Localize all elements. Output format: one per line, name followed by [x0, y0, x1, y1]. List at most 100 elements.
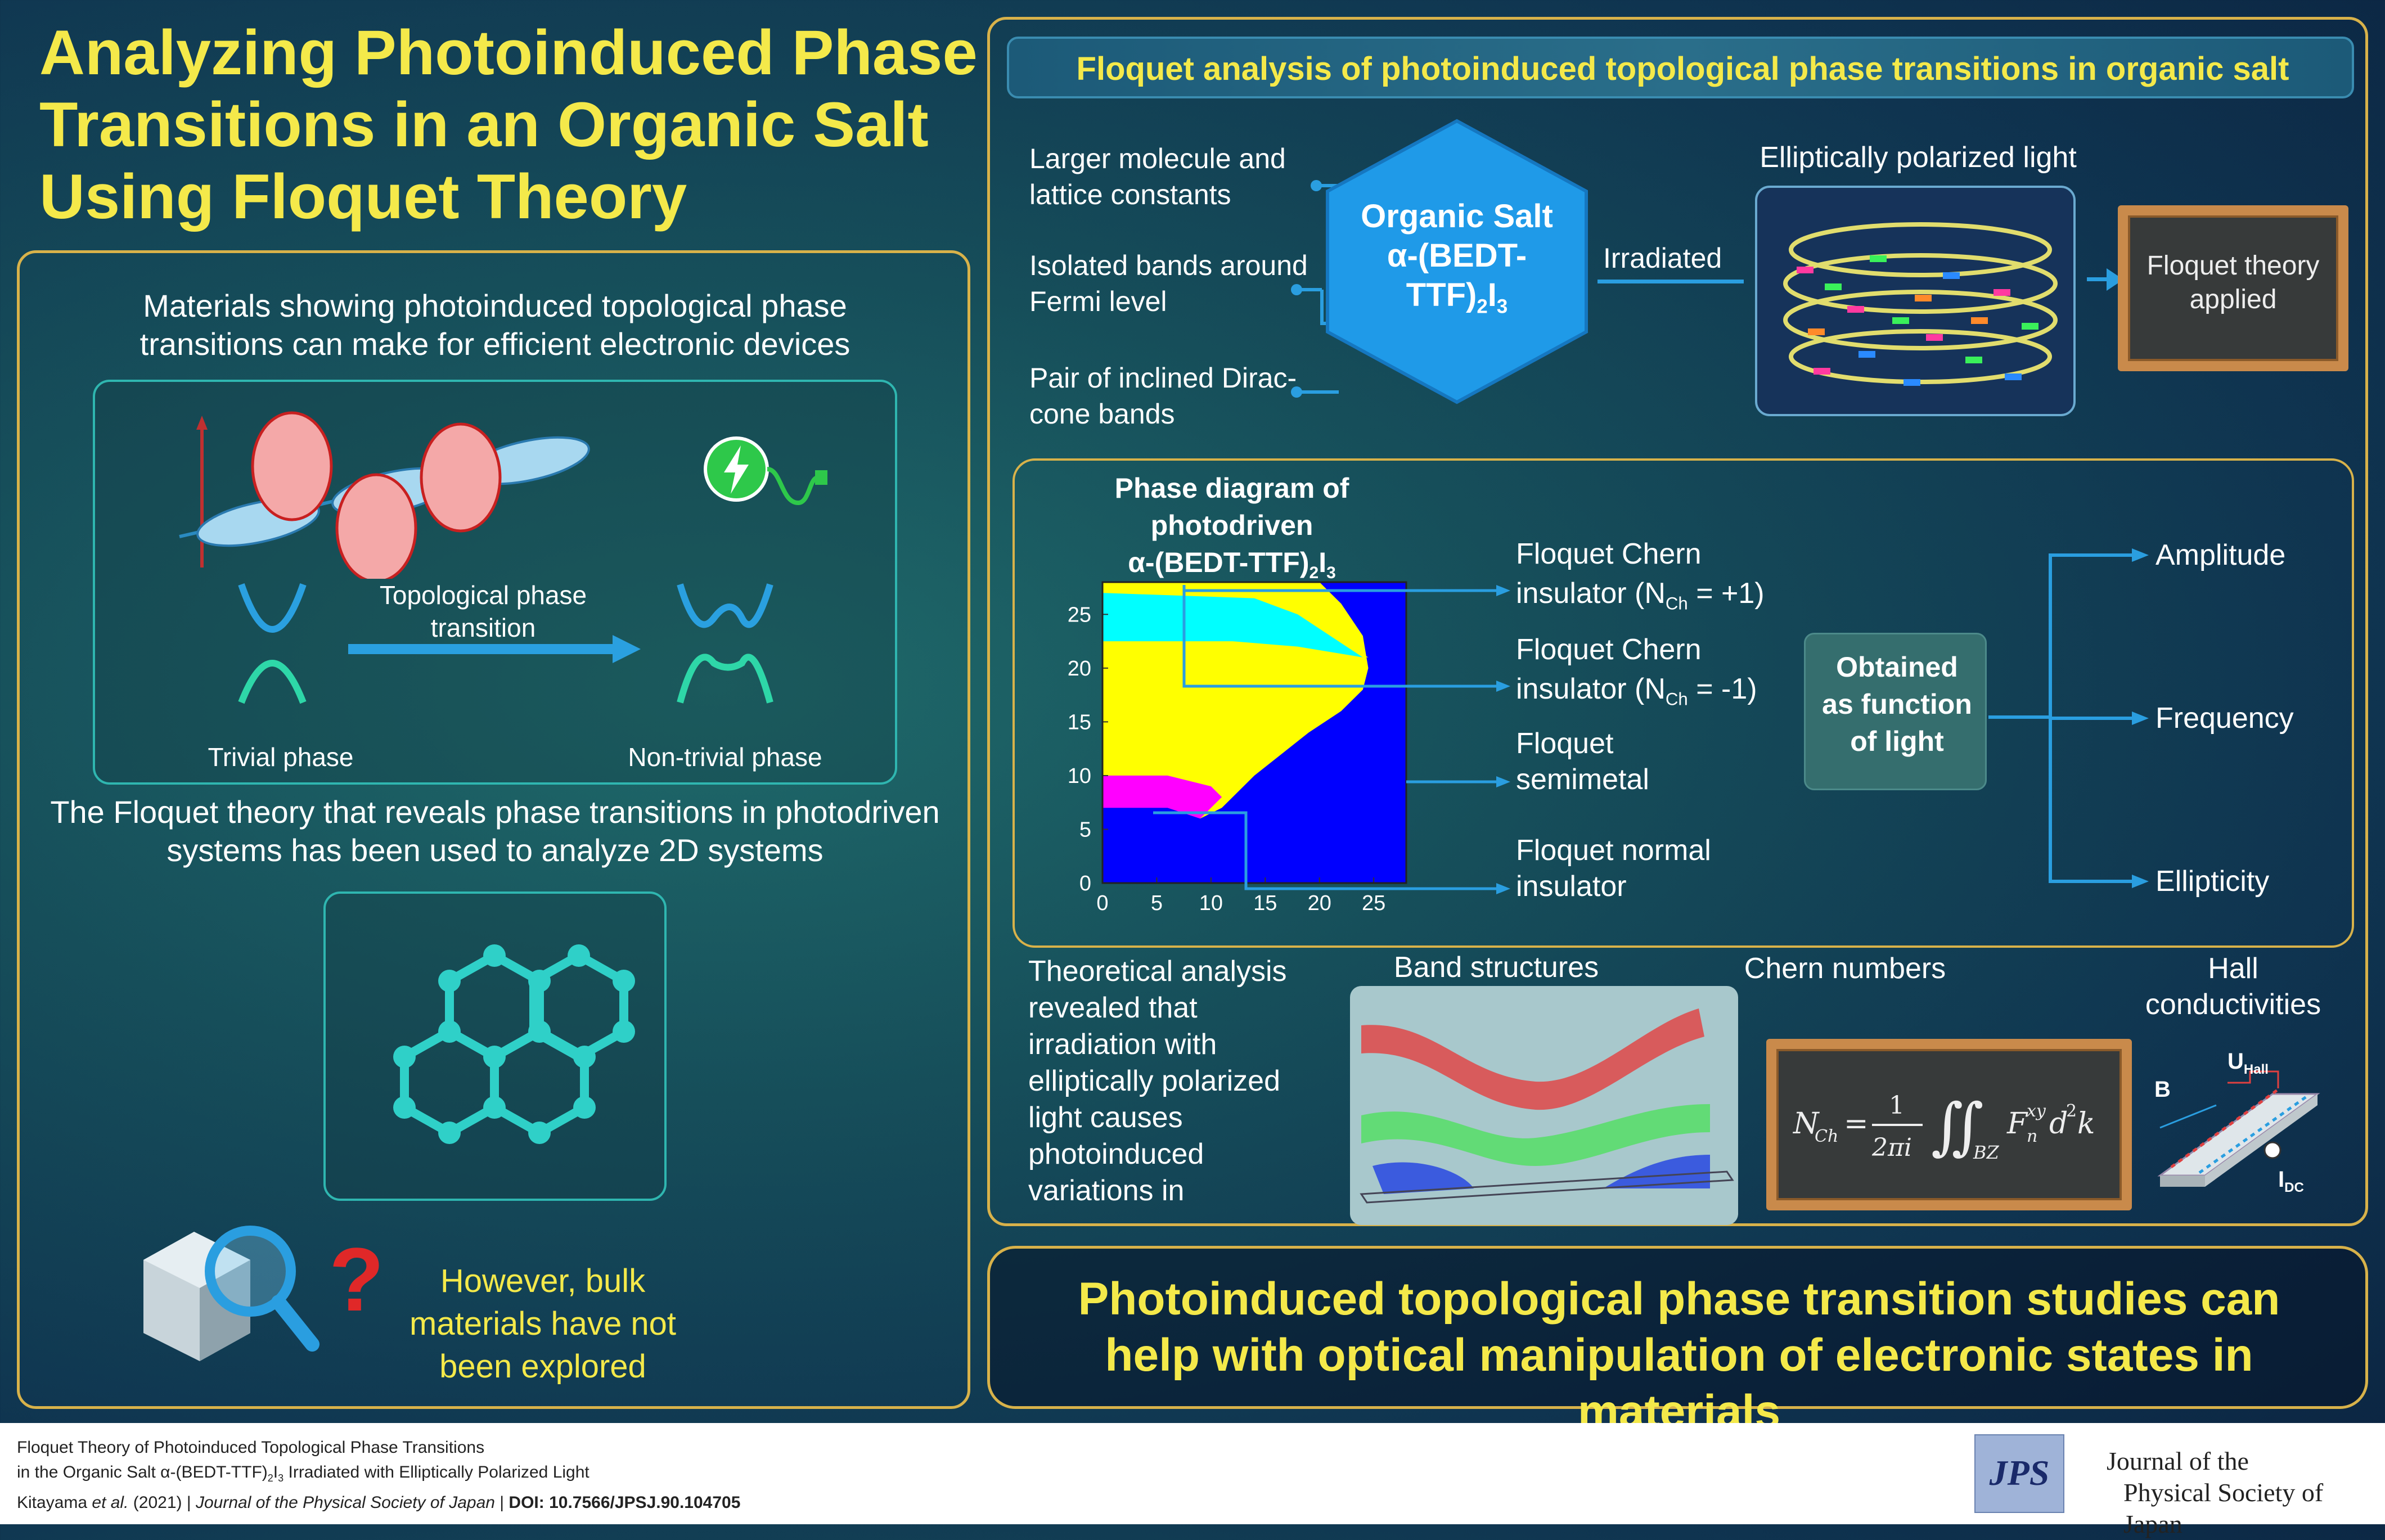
svg-text:1: 1: [1889, 1091, 1905, 1120]
phase-label-chern-plus: Floquet Chern insulator (NCh = +1): [1516, 534, 1765, 623]
feature-2: Isolated bands around Fermi level: [1029, 250, 1308, 317]
param-frequency: Frequency: [2156, 702, 2294, 735]
params-connectors: [1988, 548, 2149, 888]
irradiated-arrow: [1598, 280, 1744, 283]
citation-etal: et al.: [87, 1493, 129, 1512]
y-tick-label: 10: [1068, 764, 1091, 788]
svg-text:2: 2: [2066, 1101, 2077, 1121]
citation-journal: Journal of the Physical Society of Japan: [195, 1493, 495, 1512]
phase-label-normal: Floquet normal insulator: [1516, 832, 1711, 904]
floquet-applied-board: Floquet theory applied: [2118, 205, 2348, 371]
svg-text:k: k: [2077, 1107, 2095, 1141]
citation-line3: Kitayama et al. (2021) | Journal of the …: [17, 1491, 740, 1515]
x-tick-label: 15: [1253, 891, 1277, 915]
citation-line2: in the Organic Salt α-(BEDT-TTF)2I3 Irra…: [17, 1460, 740, 1491]
hall-i-sub: DC: [2284, 1180, 2304, 1195]
band-structures-image: [1350, 986, 1738, 1225]
salt-i: I: [1487, 277, 1497, 313]
hall-label: Hall conductivities: [2145, 952, 2321, 1021]
citation-line2a: in the Organic Salt α-(BEDT-TTF): [17, 1463, 268, 1482]
floquet-applied-text: Floquet theory applied: [2146, 251, 2320, 314]
phase-connectors: [1153, 585, 1510, 894]
phase-1-a: Floquet Chern: [1516, 633, 1702, 666]
region-chern-minus: [1102, 593, 1363, 658]
phase-1-tail: = -1): [1688, 673, 1757, 705]
phase-sub2: 2: [1309, 564, 1319, 582]
organic-salt-hexagon: [1326, 119, 1588, 404]
param-amplitude: Amplitude: [2156, 539, 2286, 571]
region-normal-insulator: [1102, 775, 1222, 819]
phase-label-chern-minus: Floquet Chern insulator (NCh = -1): [1516, 630, 1757, 719]
right-header-bar: Floquet analysis of photoinduced topolog…: [1007, 37, 2354, 98]
left-panel: Materials showing photoinduced topologic…: [17, 250, 970, 1409]
topological-label: Topological phase transition: [379, 580, 587, 642]
phase-3-b: insulator: [1516, 870, 1627, 903]
svg-text:?: ?: [329, 1229, 384, 1330]
salt-name: Organic Salt α-(BEDT-TTF)2I3: [1339, 197, 1575, 327]
plot-frame: [1101, 581, 1407, 884]
salt-sub1: 2: [1477, 295, 1488, 318]
phase-1-b: insulator (N: [1516, 673, 1666, 705]
phase-diagram-box: [1012, 458, 2354, 948]
chern-numbers-label: Chern numbers: [1744, 952, 1946, 985]
theory-text: Theoretical analysis revealed that irrad…: [1028, 955, 1287, 1207]
phase-transition-box: Topological phase transition Trivial pha…: [93, 380, 897, 785]
band-diagrams: [238, 583, 773, 704]
bulk-text: However, bulk materials have not been ex…: [410, 1263, 676, 1385]
trivial-label: Trivial phase: [208, 742, 354, 772]
conclusion-text: Photoinduced topological phase transitio…: [1078, 1273, 2280, 1437]
jps-logo-text: JPS: [1989, 1453, 2050, 1493]
floquet-2d-text: The Floquet theory that reveals phase tr…: [50, 794, 940, 868]
phase-2-a: Floquet: [1516, 727, 1614, 760]
citation-sub2: 3: [278, 1473, 284, 1484]
phase-1-sub: Ch: [1665, 689, 1688, 709]
conclusion-banner: Photoinduced topological phase transitio…: [987, 1246, 2368, 1437]
feature-3: Pair of inclined Dirac-cone bands: [1029, 362, 1297, 430]
svg-text:2πi: 2πi: [1871, 1133, 1912, 1162]
citation-line2b: Irradiated with Elliptically Polarized L…: [284, 1463, 590, 1482]
phase-0-a: Floquet Chern: [1516, 538, 1702, 570]
hexagon-lattice-icon: [393, 944, 635, 1144]
svg-text:d: d: [2049, 1107, 2068, 1141]
hall-b: B: [2154, 1077, 2171, 1102]
svg-text:F: F: [2006, 1107, 2028, 1141]
phase-title-line1: Phase diagram of photodriven: [1114, 472, 1349, 541]
svg-text:n: n: [2027, 1127, 2037, 1146]
graphene-box: [323, 891, 667, 1201]
y-tick-label: 5: [1079, 818, 1091, 841]
magnifier-question-icon: ?: [143, 1226, 384, 1361]
phase-label-semimetal: Floquet semimetal: [1516, 726, 1649, 798]
hall-i-text: I: [2278, 1167, 2285, 1192]
phase-title-line2: α-(BEDT-TTF): [1128, 547, 1310, 578]
citation-doi[interactable]: DOI: 10.7566/JPSJ.90.104705: [508, 1493, 741, 1512]
citation-line1: Floquet Theory of Photoinduced Topologic…: [17, 1438, 485, 1457]
phase-i: I: [1318, 547, 1327, 578]
param-ellipticity: Ellipticity: [2156, 865, 2270, 898]
phase-0-sub: Ch: [1665, 593, 1688, 614]
hall-i: IDC: [2278, 1167, 2304, 1196]
obtained-box: Obtained as function of light: [1804, 633, 1987, 790]
salt-sub2: 3: [1496, 295, 1508, 318]
polarized-light-image: [1755, 186, 2076, 416]
x-tick-label: 0: [1096, 891, 1108, 915]
journal-name: Journal of the Physical Society of Japan: [2107, 1446, 2385, 1540]
obtained-text: Obtained as function of light: [1822, 651, 1972, 757]
svg-text:xy: xy: [2027, 1101, 2046, 1121]
citation-i: I: [273, 1463, 278, 1482]
phase-0-b: insulator (N: [1516, 577, 1666, 610]
x-tick-label: 25: [1362, 891, 1385, 915]
page-title: Analyzing Photoinduced Phase Transitions…: [39, 17, 978, 232]
right-panel: Floquet analysis of photoinduced topolog…: [987, 17, 2368, 1226]
x-tick-label: 20: [1308, 891, 1331, 915]
light-wave-illustration: [179, 411, 590, 579]
journal-line1: Journal of the: [2107, 1447, 2249, 1475]
citation: Floquet Theory of Photoinduced Topologic…: [17, 1435, 740, 1515]
phase-sub3: 3: [1326, 564, 1336, 582]
jps-logo: JPS: [1974, 1434, 2064, 1513]
y-tick-label: 15: [1068, 710, 1091, 734]
band-structures-label: Band structures: [1393, 951, 1599, 984]
x-tick-label: 10: [1199, 891, 1223, 915]
light-to-floquet-arrow: [2087, 277, 2109, 281]
